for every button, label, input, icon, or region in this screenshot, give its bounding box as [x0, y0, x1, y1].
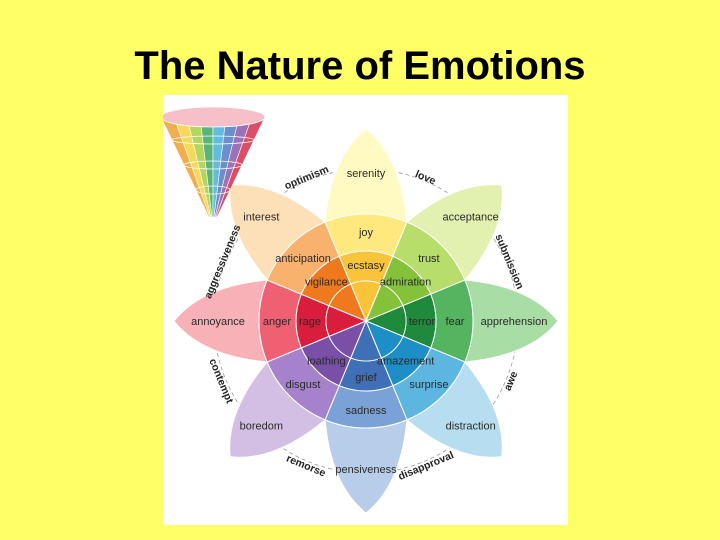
cone-band: [183, 160, 243, 170]
label-disgust: disgust: [286, 379, 321, 391]
dyad-submission: submission: [492, 232, 525, 291]
petal-anticipation-core: [328, 283, 367, 322]
label-anticipation: anticipation: [275, 253, 331, 265]
emotion-cone-3d: [160, 106, 266, 218]
label-amazement: amazement: [377, 356, 434, 368]
label-serenity: serenity: [347, 168, 386, 180]
label-apprehension: apprehension: [481, 316, 548, 328]
label-ecstasy: ecstasy: [347, 260, 385, 272]
label-sadness: sadness: [346, 405, 387, 417]
label-admiration: admiration: [380, 276, 431, 288]
plutchik-wheel: serenity joy ecstasy acceptance trust admirat…: [160, 106, 559, 514]
cone-top: [160, 106, 266, 128]
dyad-disapproval: disapproval: [397, 449, 456, 483]
petal-group: [173, 128, 559, 514]
dyad-love: love: [413, 168, 437, 187]
slide-title: The Nature of Emotions: [134, 44, 586, 88]
label-anger: anger: [263, 316, 291, 328]
label-surprise: surprise: [409, 379, 448, 391]
dyad-optimism: optimism: [283, 163, 331, 192]
label-rage: rage: [299, 316, 321, 328]
label-terror: terror: [409, 316, 436, 328]
label-distraction: distraction: [446, 421, 496, 433]
cone-band: [195, 185, 231, 195]
label-vigilance: vigilance: [305, 276, 348, 288]
dyad-contempt: contempt: [206, 357, 235, 406]
label-interest: interest: [243, 211, 279, 223]
label-annoyance: annoyance: [191, 316, 245, 328]
label-fear: fear: [446, 316, 465, 328]
emotion-wheel-panel: serenity joy ecstasy acceptance trust admirat…: [160, 95, 568, 525]
label-pensiveness: pensiveness: [335, 464, 397, 476]
label-joy: joy: [358, 227, 374, 239]
dyad-awe: awe: [502, 369, 521, 392]
dyad-remorse: remorse: [284, 453, 327, 480]
cone-band: [171, 135, 255, 145]
label-acceptance: acceptance: [443, 211, 499, 223]
emotion-label-group: serenity joy ecstasy acceptance trust admirat…: [191, 168, 547, 476]
label-boredom: boredom: [240, 421, 283, 433]
label-grief: grief: [355, 372, 377, 384]
label-loathing: loathing: [307, 356, 346, 368]
label-trust: trust: [418, 253, 439, 265]
